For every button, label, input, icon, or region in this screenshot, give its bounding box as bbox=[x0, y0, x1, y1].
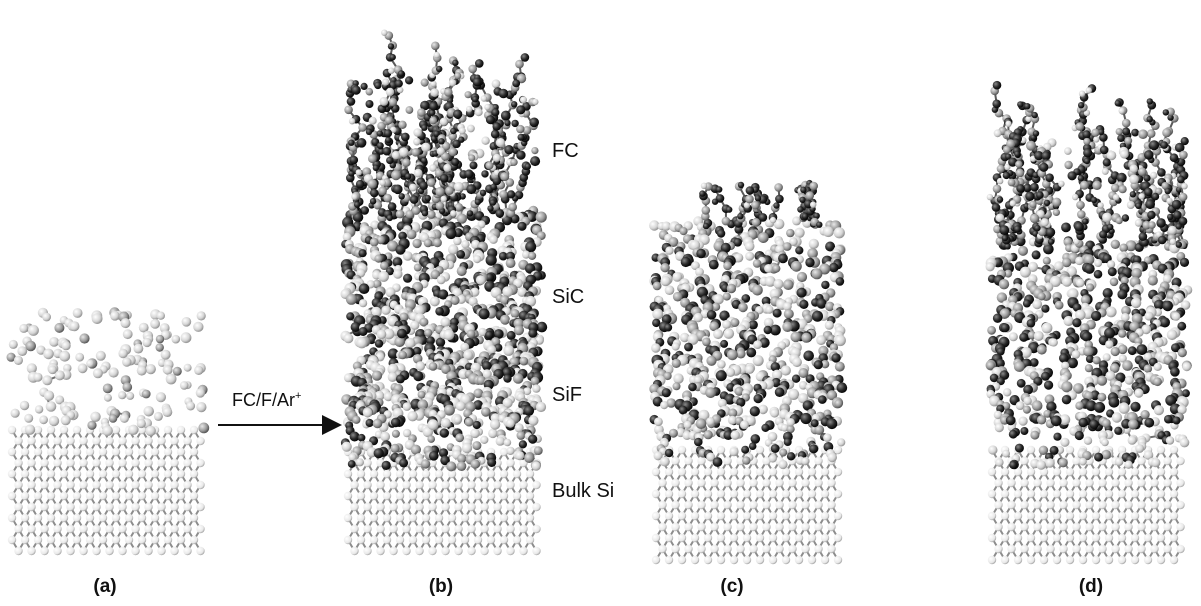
process-arrow-label: FC/F/Ar+ bbox=[232, 390, 301, 411]
layer-label-sic: SiC bbox=[552, 286, 585, 308]
panel-c-structure bbox=[649, 179, 848, 565]
panel-label-b: (b) bbox=[428, 576, 454, 597]
panel-d-structure bbox=[985, 80, 1193, 565]
arrow-label-text: FC/F/Ar bbox=[232, 390, 295, 410]
panel-label-a: (a) bbox=[93, 576, 117, 597]
arrow-label-superscript: + bbox=[295, 390, 302, 402]
panel-b-structure bbox=[340, 29, 548, 556]
panel-label-c: (c) bbox=[720, 576, 744, 597]
layer-label-fc: FC bbox=[552, 140, 579, 162]
layer-label-bulk-si: Bulk Si bbox=[552, 480, 615, 502]
layer-label-sif: SiF bbox=[552, 384, 582, 406]
panel-a-structure bbox=[6, 307, 210, 556]
panel-label-d: (d) bbox=[1078, 576, 1104, 597]
